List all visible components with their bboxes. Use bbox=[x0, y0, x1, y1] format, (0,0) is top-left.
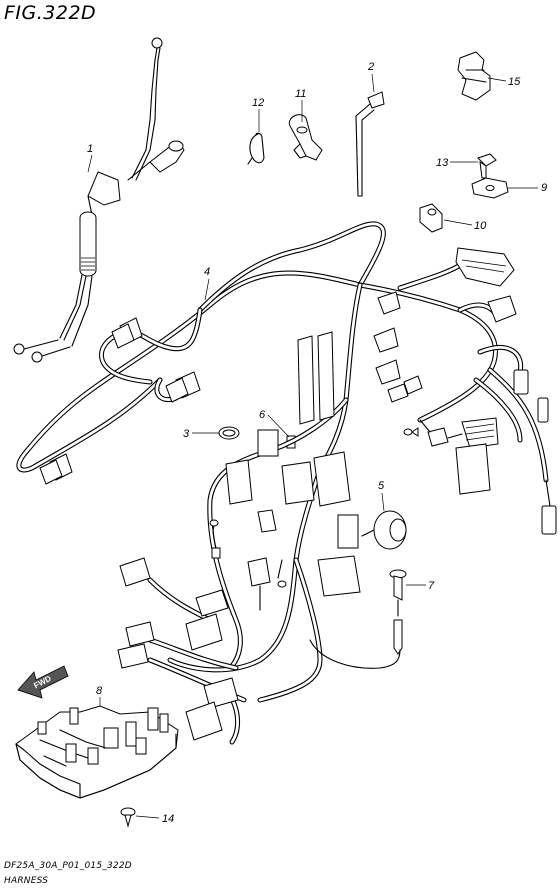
callout-9: 9 bbox=[541, 182, 547, 194]
part-14-screw[interactable] bbox=[120, 807, 136, 828]
callout-14: 14 bbox=[162, 813, 174, 825]
callout-11: 11 bbox=[295, 88, 306, 100]
callout-8: 8 bbox=[96, 685, 103, 697]
callout-4: 4 bbox=[204, 266, 210, 278]
callout-13: 13 bbox=[436, 157, 449, 169]
part-3-grommet[interactable] bbox=[218, 426, 240, 440]
part-15-clamp[interactable] bbox=[457, 51, 491, 101]
part-5-buzzer[interactable] bbox=[337, 510, 407, 550]
figure-code: DF25A_30A_P01_015_322D bbox=[4, 861, 132, 871]
callout-12: 12 bbox=[252, 97, 264, 109]
fwd-arrow: FWD bbox=[17, 665, 69, 699]
callout-6: 6 bbox=[259, 409, 266, 421]
part-11-clamp[interactable] bbox=[288, 114, 323, 161]
part-8-harness-holder[interactable] bbox=[15, 705, 179, 799]
callout-3: 3 bbox=[183, 428, 190, 440]
figure-subtitle: HARNESS bbox=[4, 876, 49, 886]
callout-5: 5 bbox=[378, 480, 385, 492]
callout-15: 15 bbox=[508, 76, 521, 88]
part-4-main-harness[interactable] bbox=[16, 221, 557, 745]
callouts: 1 2 3 4 5 6 7 8 9 10 11 12 13 14 15 bbox=[87, 61, 547, 825]
figure-title: FIG.322D bbox=[4, 2, 97, 24]
part-1-battery-cable[interactable] bbox=[13, 37, 185, 363]
part-2-cable-tie[interactable] bbox=[355, 91, 385, 197]
part-9-clamp[interactable] bbox=[471, 177, 509, 199]
callout-2: 2 bbox=[367, 61, 374, 73]
part-12-spring-clip[interactable] bbox=[247, 132, 265, 165]
callout-1: 1 bbox=[87, 143, 93, 155]
callout-7: 7 bbox=[428, 580, 435, 592]
part-7-sensor[interactable] bbox=[389, 569, 407, 655]
part-13-bolt[interactable] bbox=[477, 153, 497, 179]
callout-10: 10 bbox=[474, 220, 487, 232]
part-10-clip[interactable] bbox=[419, 203, 443, 233]
